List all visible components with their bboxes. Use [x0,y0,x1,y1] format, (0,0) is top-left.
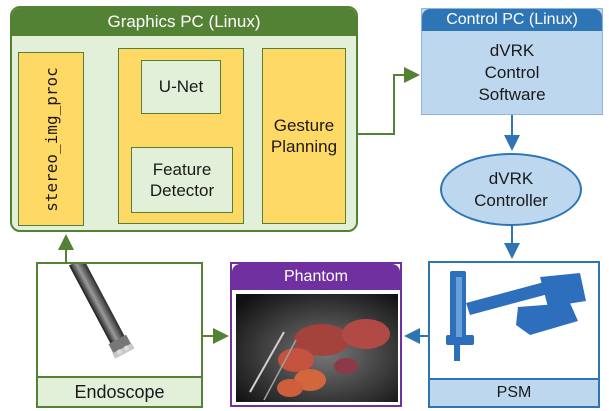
controller-line2: Controller [474,190,548,210]
detector-group-box: U-Net Feature Detector [118,48,244,224]
stereo-img-proc-label: stereo_img_proc [41,66,61,212]
stereo-img-proc-box: stereo_img_proc [18,52,84,226]
gesture-planning-box: Gesture Planning [262,48,346,224]
psm-image [446,271,586,361]
graphics-pc-group: Graphics PC (Linux) stereo_img_proc U-Ne… [10,6,358,232]
psm-label: PSM [430,378,598,406]
gesture-planning-line2: Planning [270,137,338,156]
controller-line1: dVRK [488,169,534,189]
endoscope-panel: Endoscope [36,262,203,408]
phantom-image [236,294,398,402]
dvrk-controller-oval: dVRK Controller [440,153,582,226]
graphics-pc-title: Graphics PC (Linux) [12,8,356,36]
control-software-line3: Software [478,85,546,105]
endoscope-label: Endoscope [38,376,201,406]
feature-detector-line2: Detector [149,181,215,200]
endoscope-image [68,264,135,359]
gesture-planning-line1: Gesture [273,115,335,135]
feature-detector-line1: Feature [152,159,212,179]
unet-box: U-Net [141,60,221,114]
arrow-gesture-to-control [358,67,420,135]
control-software-line2: Control [484,62,540,82]
control-software-text: dVRK Control Software [422,31,602,115]
unet-label: U-Net [158,77,204,97]
phantom-panel: Phantom [230,262,402,407]
control-pc-title: Control PC (Linux) [422,9,602,31]
psm-panel: PSM [428,261,600,408]
control-pc-box: Control PC (Linux) dVRK Control Software [421,8,603,115]
control-software-line1: dVRK [489,40,535,60]
feature-detector-box: Feature Detector [131,147,233,213]
phantom-title: Phantom [232,264,400,290]
